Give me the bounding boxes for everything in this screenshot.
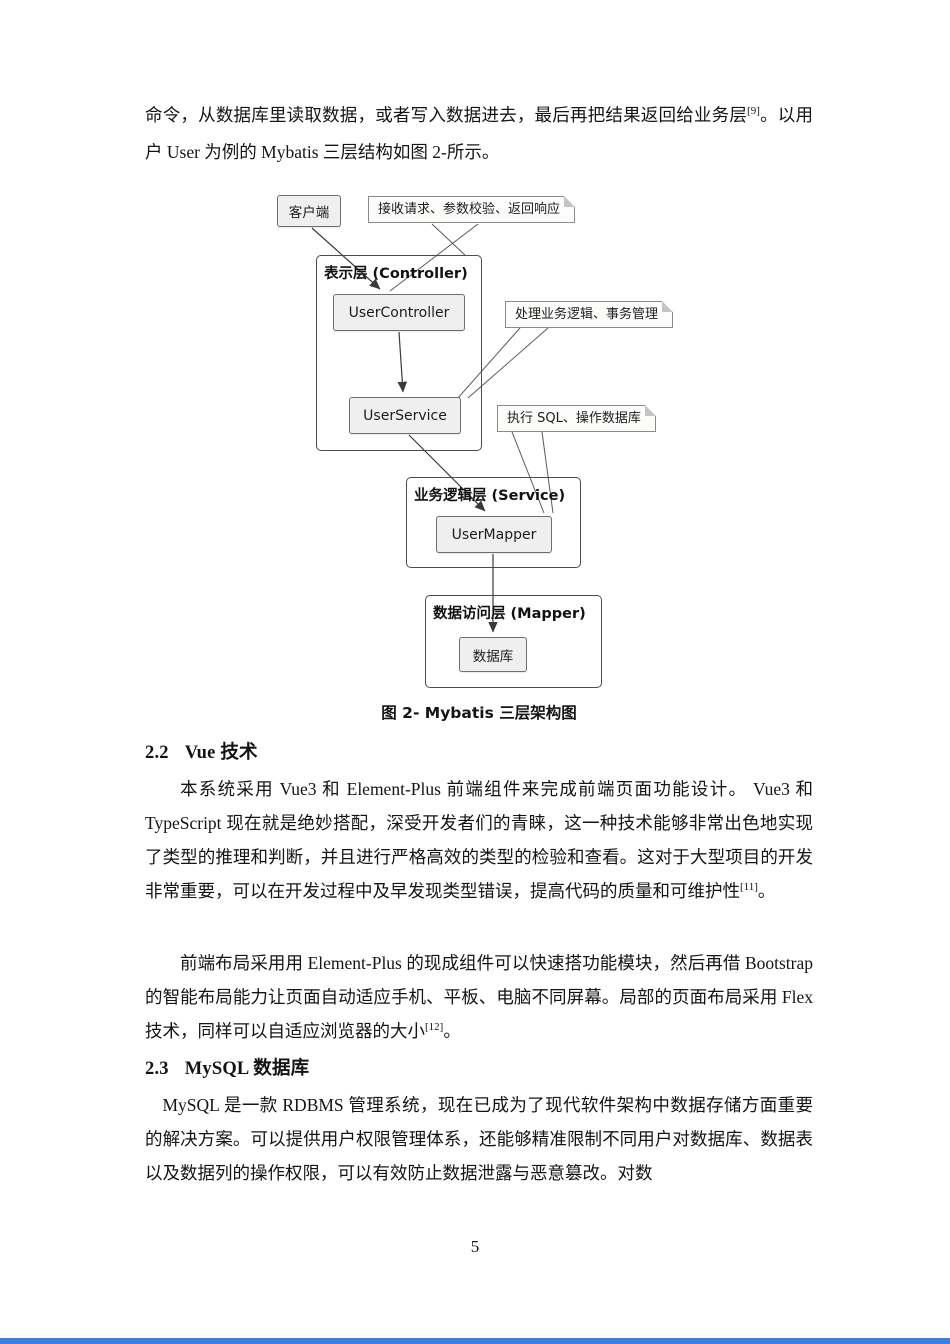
layer-mapper: 数据访问层 (Mapper): [425, 595, 602, 688]
text-run: 。: [757, 881, 776, 901]
citation-ref: [9]: [747, 105, 760, 118]
note-request-text: 接收请求、参数校验、返回响应: [378, 202, 561, 217]
paragraph: 前端布局采用用 Element-Plus 的现成组件可以快速搭功能模块，然后再借…: [145, 946, 813, 1048]
note-request: 接收请求、参数校验、返回响应: [368, 196, 576, 223]
section-title: MySQL 数据库: [184, 1059, 310, 1079]
layer-service: 业务逻辑层 (Service): [406, 477, 581, 568]
section-title: Vue 技术: [184, 743, 258, 763]
section-heading-2-2: 2.2 Vue 技术: [145, 738, 258, 764]
section-heading-2-3: 2.3 MySQL 数据库: [145, 1054, 309, 1080]
text-run: 前端布局采用用 Element-Plus 的现成组件可以快速搭功能模块，然后再借…: [145, 953, 813, 1041]
note-fold-icon: [564, 196, 576, 207]
figure-caption: 图 2- Mybatis 三层架构图: [381, 704, 577, 722]
text-run: 。以用户 User 为例的 Mybatis 三层结构如图 2-所示。: [145, 105, 813, 162]
note-fold-icon: [644, 405, 656, 416]
paragraph: 本系统采用 Vue3 和 Element-Plus 前端组件来完成前端页面功能设…: [145, 772, 813, 908]
note-sql: 执行 SQL、操作数据库: [497, 405, 656, 432]
note-fold-icon: [662, 301, 674, 312]
usercontroller-box: UserController: [333, 294, 465, 331]
userservice-box: UserService: [349, 397, 461, 434]
paragraph: MySQL 是一款 RDBMS 管理系统，现在已成为了现代软件架构中数据存储方面…: [145, 1088, 813, 1190]
section-number: 2.2: [145, 743, 169, 763]
layer-service-title: 业务逻辑层 (Service): [414, 488, 566, 504]
citation-ref: [11]: [740, 881, 758, 894]
text-run: 命令，从数据库里读取数据，或者写入数据进去，最后再把结果返回给业务层: [145, 105, 748, 125]
text-run: 本系统采用 Vue3 和 Element-Plus 前端组件来完成前端页面功能设…: [145, 779, 813, 901]
client-box: 客户端: [277, 195, 341, 227]
note-business: 处理业务逻辑、事务管理: [505, 301, 674, 328]
text-run: MySQL 是一款 RDBMS 管理系统，现在已成为了现代软件架构中数据存储方面…: [145, 1095, 813, 1183]
note-request-line-1: [431, 223, 467, 257]
intro-paragraph: 命令，从数据库里读取数据，或者写入数据进去，最后再把结果返回给业务层[9]。以用…: [145, 97, 813, 171]
bottom-edge-bar: [0, 1338, 950, 1344]
page-number: 5: [470, 1237, 480, 1256]
layer-controller: 表示层 (Controller): [316, 255, 482, 451]
section-number: 2.3: [145, 1059, 169, 1079]
citation-ref: [12]: [425, 1021, 444, 1034]
database-box: 数据库: [459, 637, 527, 672]
note-business-text: 处理业务逻辑、事务管理: [515, 307, 659, 322]
layer-controller-title: 表示层 (Controller): [324, 266, 468, 282]
note-sql-text: 执行 SQL、操作数据库: [507, 411, 641, 426]
usermapper-box: UserMapper: [436, 516, 552, 553]
layer-mapper-title: 数据访问层 (Mapper): [433, 606, 586, 622]
text-run: 。: [443, 1021, 461, 1041]
